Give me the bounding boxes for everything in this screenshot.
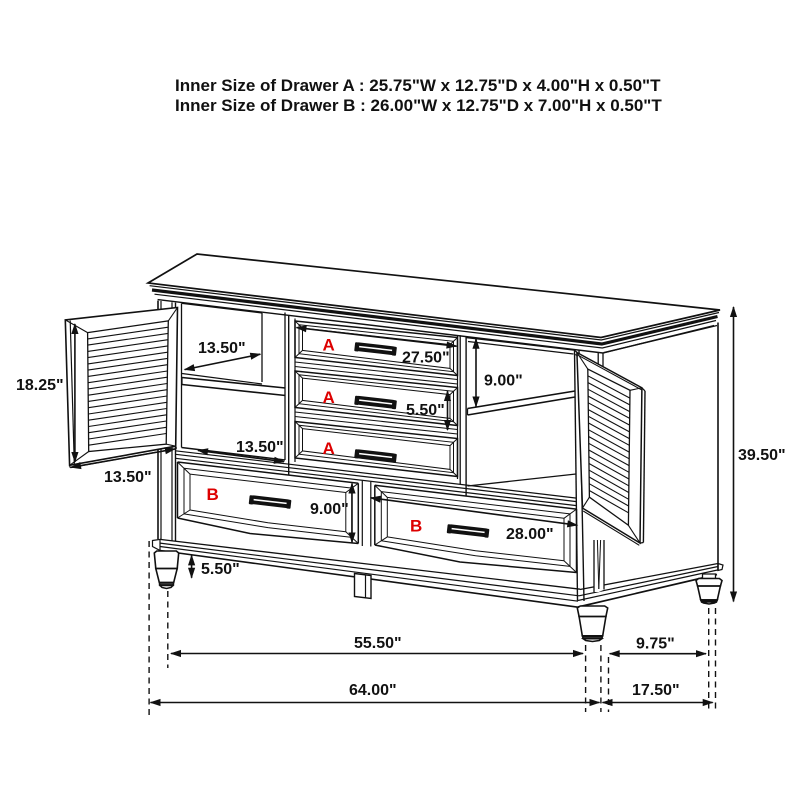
svg-text:27.50": 27.50"	[402, 350, 450, 367]
svg-text:A: A	[323, 336, 335, 355]
svg-text:13.50": 13.50"	[236, 439, 284, 456]
svg-text:Inner Size of Drawer A : 25.75: Inner Size of Drawer A : 25.75"W x 12.75…	[175, 76, 661, 95]
svg-text:5.50": 5.50"	[201, 561, 240, 578]
svg-text:18.25": 18.25"	[16, 377, 64, 394]
svg-text:17.50": 17.50"	[632, 682, 680, 699]
svg-text:39.50": 39.50"	[738, 447, 786, 464]
svg-text:9.75": 9.75"	[636, 636, 675, 653]
svg-text:13.50": 13.50"	[198, 340, 246, 357]
svg-text:55.50": 55.50"	[354, 635, 402, 652]
svg-text:28.00": 28.00"	[506, 526, 554, 543]
svg-text:A: A	[323, 439, 335, 458]
svg-text:9.00": 9.00"	[310, 501, 349, 518]
svg-text:B: B	[410, 517, 422, 536]
svg-text:Inner Size of Drawer B : 26.00: Inner Size of Drawer B : 26.00"W x 12.75…	[175, 96, 662, 115]
svg-text:13.50": 13.50"	[104, 469, 152, 486]
svg-text:64.00": 64.00"	[349, 682, 397, 699]
svg-text:B: B	[207, 485, 219, 504]
svg-text:9.00": 9.00"	[484, 373, 523, 390]
svg-text:5.50": 5.50"	[406, 402, 445, 419]
svg-text:A: A	[323, 388, 335, 407]
